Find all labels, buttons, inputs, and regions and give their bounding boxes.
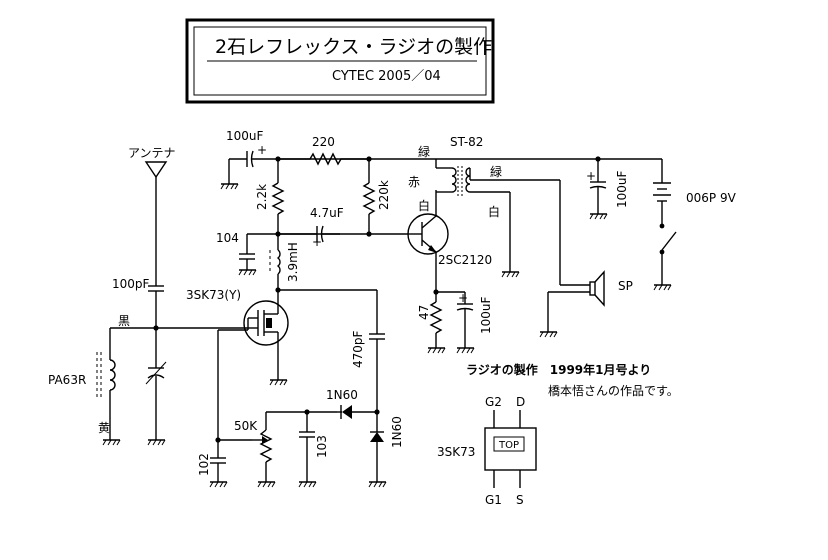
label-2sc2120: 2SC2120 bbox=[438, 253, 492, 267]
label-antenna: アンテナ bbox=[128, 146, 176, 160]
label-47uf: 4.7uF bbox=[310, 206, 344, 220]
pin-label-top: TOP bbox=[498, 440, 519, 451]
transformer-st82 bbox=[435, 159, 560, 278]
label-green-2: 緑 bbox=[490, 164, 502, 179]
transistor-2sc2120 bbox=[407, 190, 449, 292]
label-47: 47 bbox=[417, 305, 431, 320]
label-sp: SP bbox=[618, 279, 633, 293]
label-50k: 50K bbox=[234, 419, 258, 433]
label-yellow: 黄 bbox=[98, 421, 110, 435]
speaker bbox=[539, 180, 605, 338]
capacitor-102 bbox=[209, 440, 228, 488]
electrolytic-100uf-right: + bbox=[586, 159, 608, 220]
label-100uf-emitter: 100uF bbox=[479, 296, 493, 334]
pin-label-g2: G2 bbox=[485, 395, 502, 409]
electrolytic-100uf-emitter: + bbox=[456, 291, 475, 354]
label-pa63r: PA63R bbox=[48, 373, 86, 387]
label-104: 104 bbox=[216, 231, 239, 245]
svg-text:+: + bbox=[257, 143, 267, 157]
label-white-1: 白 bbox=[418, 198, 430, 213]
label-battery: 006P 9V bbox=[686, 191, 737, 205]
ground-fet-source bbox=[269, 379, 288, 386]
resistor-220 bbox=[278, 152, 369, 166]
svg-text:+: + bbox=[586, 169, 596, 183]
diode-1n60-horizontal bbox=[337, 405, 377, 419]
svg-text:+: + bbox=[458, 291, 468, 305]
label-100uf-right: 100uF bbox=[615, 170, 629, 208]
variable-capacitor bbox=[145, 328, 167, 440]
diode-1n60-vertical bbox=[368, 412, 387, 488]
label-103: 103 bbox=[315, 435, 329, 458]
pinout-3sk73 bbox=[484, 410, 537, 488]
svg-text:+: + bbox=[312, 235, 322, 249]
label-220k: 220k bbox=[377, 180, 391, 210]
electrolytic-100uf-top: + bbox=[220, 143, 278, 190]
label-470pf: 470pF bbox=[351, 330, 365, 368]
label-st82: ST-82 bbox=[450, 135, 483, 149]
antenna-symbol bbox=[144, 161, 168, 286]
battery-006p bbox=[653, 159, 671, 224]
resistor-220k bbox=[362, 159, 376, 234]
subtitle-text: CYTEC 2005／04 bbox=[332, 69, 441, 84]
ground-left bbox=[102, 439, 166, 446]
title-text: 2石レフレックス・ラジオの製作 bbox=[215, 36, 492, 58]
note-author: 橋本悟さんの作品です。 bbox=[548, 383, 679, 398]
fet-3sk73 bbox=[243, 290, 289, 380]
title-block: 2石レフレックス・ラジオの製作 CYTEC 2005／04 bbox=[185, 18, 495, 104]
bar-antenna-coil-pa63r bbox=[96, 328, 116, 440]
capacitor-103 bbox=[298, 412, 317, 488]
electrolytic-47uf: + bbox=[312, 225, 408, 249]
power-switch bbox=[653, 223, 677, 291]
label-red: 赤 bbox=[408, 175, 420, 189]
label-white-2: 白 bbox=[488, 204, 500, 219]
capacitor-100pf bbox=[148, 285, 164, 328]
capacitor-104 bbox=[238, 234, 257, 276]
pin-label-s: S bbox=[516, 493, 524, 507]
label-22k: 2.2k bbox=[255, 184, 269, 210]
resistor-22k bbox=[271, 159, 285, 234]
label-3sk73y: 3SK73(Y) bbox=[186, 288, 241, 302]
note-source: ラジオの製作 1999年1月号より bbox=[466, 362, 651, 377]
label-220: 220 bbox=[312, 135, 335, 149]
pin-label-d: D bbox=[516, 395, 525, 409]
label-1n60-b: 1N60 bbox=[390, 416, 404, 448]
capacitor-470pf bbox=[369, 333, 385, 412]
label-39mh: 3.9mH bbox=[286, 242, 300, 282]
label-102: 102 bbox=[197, 453, 211, 476]
label-100uf-top: 100uF bbox=[226, 129, 264, 143]
pin-label-g1: G1 bbox=[485, 493, 502, 507]
label-black: 黒 bbox=[118, 314, 130, 328]
label-green-1: 緑 bbox=[418, 144, 430, 159]
potentiometer-50k bbox=[252, 412, 276, 488]
pinout-part-name: 3SK73 bbox=[437, 445, 475, 459]
label-100pf: 100pF bbox=[112, 277, 150, 291]
rf-choke-39mh bbox=[269, 234, 281, 290]
label-1n60-a: 1N60 bbox=[326, 388, 358, 402]
resistor-47 bbox=[427, 292, 446, 354]
